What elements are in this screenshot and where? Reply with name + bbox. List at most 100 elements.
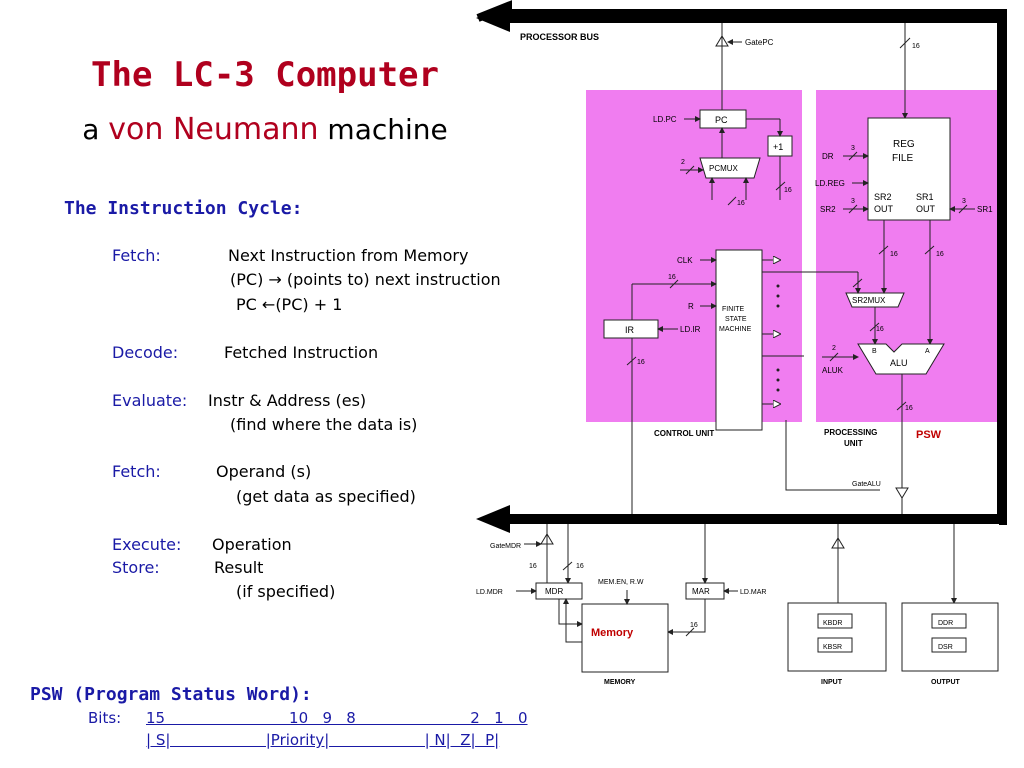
step-execute-line: Operation	[212, 535, 292, 554]
step-fetch-operand-line: (get data as specified)	[236, 487, 416, 506]
ld-mar-label: LD.MAR	[740, 589, 766, 596]
input-label: INPUT	[821, 679, 843, 686]
psw-bit-numbers: 15 10 9 8 2 1 0	[146, 709, 528, 727]
fsm-label: FINITE	[722, 306, 744, 313]
psw-heading: PSW (Program Status Word):	[30, 684, 312, 705]
alu-b-label: B	[872, 348, 877, 355]
page-title: The LC-3 Computer	[91, 55, 439, 95]
clk-label: CLK	[677, 256, 693, 265]
control-unit-region	[586, 90, 802, 422]
ir-label: IR	[625, 325, 635, 335]
input-unit	[787, 602, 887, 672]
sr2-label: SR2	[820, 205, 836, 214]
alu	[857, 343, 945, 375]
finite-state-machine	[715, 249, 763, 431]
fsm-label: STATE	[725, 316, 747, 323]
page-subtitle: a von Neumann machine	[0, 112, 530, 147]
step-decode-label: Decode:	[112, 343, 179, 362]
step-decode-line: Fetched Instruction	[224, 343, 379, 362]
pcmux-label: PCMUX	[709, 164, 739, 173]
subtitle-highlight: von Neumann	[108, 112, 319, 147]
output-unit	[901, 602, 999, 672]
svg-text:2: 2	[681, 159, 685, 166]
gatemdr-label: GateMDR	[490, 543, 521, 550]
mdr-label: MDR	[545, 587, 563, 596]
dsr-register	[931, 637, 967, 653]
svg-text:3: 3	[851, 145, 855, 152]
sr2-out-label: SR2	[874, 192, 892, 202]
memory-bus-arrow	[476, 505, 510, 533]
dr-label: DR	[822, 152, 834, 161]
r-label: R	[688, 302, 694, 311]
svg-text:16: 16	[690, 622, 698, 629]
kbdr-label: KBDR	[823, 620, 842, 627]
svg-text:16: 16	[737, 200, 745, 207]
memory-bus-line	[508, 514, 1007, 524]
svg-text:3: 3	[962, 198, 966, 205]
step-store-line: Result	[214, 558, 264, 577]
reg-file-label: REG	[893, 139, 915, 150]
psw-bit-numbers-text: 15 10 9 8 2 1 0	[146, 709, 528, 727]
kbsr-register	[817, 637, 853, 653]
instruction-cycle-heading: The Instruction Cycle:	[64, 198, 303, 219]
mem-en-label: MEM.EN, R.W	[598, 579, 644, 586]
svg-text:3: 3	[851, 198, 855, 205]
psw-fields-text: | S| |Priority| | N| Z| P|	[146, 731, 500, 749]
reg-file-label: FILE	[892, 153, 913, 164]
step-fetch-label: Fetch:	[112, 246, 161, 265]
ld-pc-label: LD.PC	[653, 115, 677, 124]
step-fetch-line: (PC) → (points to) next instruction	[230, 270, 501, 289]
psw-bits-label: Bits:	[88, 709, 122, 727]
memory-unit	[581, 603, 669, 673]
svg-text:16: 16	[668, 274, 676, 281]
step-fetch-line: Next Instruction from Memory	[228, 246, 469, 265]
svg-text:16: 16	[529, 563, 537, 570]
step-fetch-line: PC ←(PC) + 1	[236, 295, 343, 314]
memory-tag: Memory	[591, 627, 634, 639]
kbdr-register	[817, 613, 853, 629]
subtitle-suffix: machine	[318, 113, 448, 146]
processor-bus-arrow	[476, 4, 510, 32]
ld-reg-label: LD.REG	[815, 179, 845, 188]
output-label: OUTPUT	[931, 679, 961, 686]
svg-text:2: 2	[832, 345, 836, 352]
control-unit-label: CONTROL UNIT	[654, 429, 714, 438]
ld-mdr-label: LD.MDR	[476, 589, 503, 596]
sr2-out-label: OUT	[874, 204, 894, 214]
psw-tag: PSW	[916, 429, 942, 441]
step-evaluate-line: Instr & Address (es)	[208, 391, 367, 410]
svg-text:16: 16	[905, 405, 913, 412]
ddr-register	[931, 613, 967, 629]
kbsr-label: KBSR	[823, 644, 842, 651]
svg-text:16: 16	[784, 187, 792, 194]
bus-width-label: 16	[912, 43, 920, 50]
register-file	[867, 117, 951, 221]
plus-one-label: +1	[773, 142, 783, 152]
step-execute-label: Execute:	[112, 535, 182, 554]
svg-text:16: 16	[936, 251, 944, 258]
step-evaluate-label: Evaluate:	[112, 391, 188, 410]
svg-text:16: 16	[890, 251, 898, 258]
svg-text:16: 16	[576, 563, 584, 570]
sr1-label: SR1	[977, 205, 993, 214]
svg-text:16: 16	[876, 326, 884, 333]
pc-label: PC	[715, 115, 728, 125]
gatealu-triangle	[895, 487, 909, 499]
ddr-label: DDR	[938, 620, 953, 627]
ld-ir-label: LD.IR	[680, 325, 701, 334]
step-fetch-operand-line: Operand (s)	[216, 462, 312, 481]
alu-a-label: A	[925, 348, 930, 355]
step-evaluate-line: (find where the data is)	[230, 415, 418, 434]
aluk-label: ALUK	[822, 366, 844, 375]
subtitle-prefix: a	[82, 113, 109, 146]
fsm-label: MACHINE	[719, 326, 752, 333]
dsr-label: DSR	[938, 644, 953, 651]
gatealu-label: GateALU	[852, 481, 881, 488]
mar-label: MAR	[692, 587, 710, 596]
step-fetch-operand-label: Fetch:	[112, 462, 161, 481]
step-store-label: Store:	[112, 558, 160, 577]
pcmux	[699, 157, 761, 179]
gatepc-label: GatePC	[745, 38, 774, 47]
sr1-out-label: SR1	[916, 192, 934, 202]
